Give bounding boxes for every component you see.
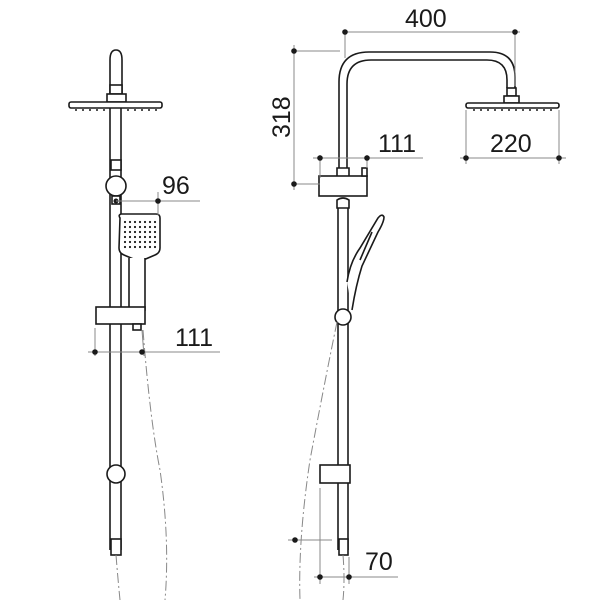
hand-shower-nozzles	[123, 220, 157, 249]
rail-knob-side-icon	[334, 308, 352, 326]
front-view: 96 111	[68, 49, 220, 601]
diverter-top	[110, 159, 122, 171]
diverter-knob-icon	[105, 175, 127, 197]
bottom-bracket	[110, 538, 122, 556]
head-connector-side	[506, 87, 517, 97]
diverter-lever	[361, 167, 368, 177]
bottom-bracket-side	[338, 538, 349, 556]
shower-arm-inner	[346, 59, 508, 168]
shower-head-nozzles	[75, 109, 157, 111]
dim-111-front-label: 111	[175, 324, 213, 352]
hand-shower-side-icon	[346, 214, 385, 311]
shower-head-front-icon	[68, 101, 163, 109]
dim-400-label: 400	[405, 5, 447, 33]
slider-bracket-icon	[95, 306, 146, 325]
shower-arm-outer	[338, 51, 516, 168]
hose-side	[299, 321, 338, 601]
head-connector	[109, 84, 123, 95]
dim-318-label: 318	[268, 96, 296, 138]
dim-70-label: 70	[365, 548, 393, 576]
hand-shower-handle	[128, 258, 146, 311]
head-collar	[106, 93, 127, 103]
lower-bracket-side	[319, 464, 351, 484]
dim-96-label: 96	[162, 172, 190, 200]
diverter-body-side-icon	[318, 175, 368, 197]
hose	[142, 329, 168, 601]
dim-111-side-label: 111	[378, 130, 416, 158]
dim-220-label: 220	[490, 130, 532, 158]
head-collar-side	[503, 95, 520, 104]
shower-head-side-icon	[465, 102, 560, 109]
slider-clip	[132, 323, 142, 331]
side-view: 400 318 111 220 70	[268, 5, 566, 601]
riser-top-icon	[109, 49, 123, 102]
shower-head-side-nozzles	[473, 109, 552, 111]
diverter-lower-nut	[336, 197, 350, 209]
rail-knob-icon	[106, 464, 126, 484]
